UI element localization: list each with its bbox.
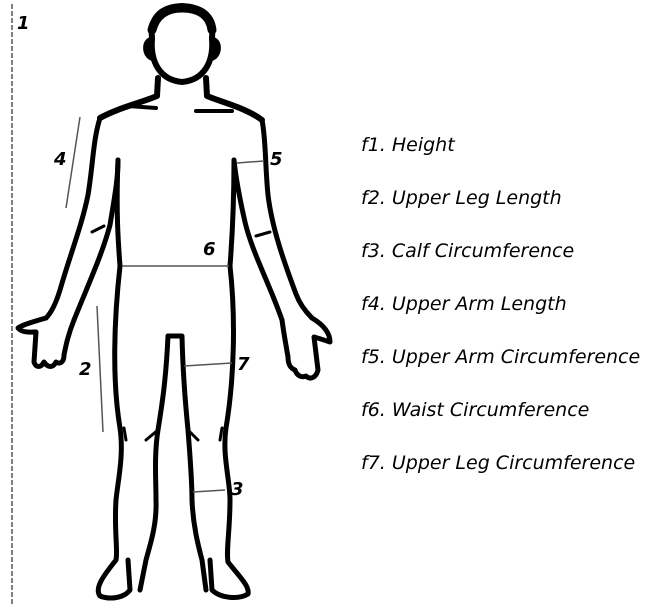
legend-item-height: f1. Height (361, 131, 640, 184)
marker-1: 1 (17, 14, 30, 34)
upper-leg-circumference-line (184, 363, 232, 366)
marker-7: 7 (237, 355, 250, 375)
legend-item-calf-circumference: f3. Calf Circumference (361, 237, 640, 290)
marker-3: 3 (231, 480, 244, 500)
legend-item-upper-arm-length: f4. Upper Arm Length (361, 290, 640, 343)
legend-item-upper-leg-length: f2. Upper Leg Length (361, 184, 640, 237)
legend-item-upper-leg-circumference: f7. Upper Leg Circumference (361, 449, 640, 502)
measurement-legend: f1. Height f2. Upper Leg Length f3. Calf… (361, 131, 640, 502)
marker-4: 4 (54, 150, 67, 170)
marker-6: 6 (203, 240, 216, 260)
upper-arm-circumference-line (237, 161, 264, 163)
upper-leg-length-line (97, 306, 103, 432)
legend-item-upper-arm-circumference: f5. Upper Arm Circumference (361, 343, 640, 396)
legend-item-waist-circumference: f6. Waist Circumference (361, 396, 640, 449)
marker-2: 2 (79, 360, 92, 380)
upper-arm-length-line (66, 117, 80, 208)
marker-5: 5 (270, 150, 283, 170)
legs-shape (98, 266, 248, 598)
head-shape (146, 6, 218, 82)
calf-circumference-line (193, 490, 225, 492)
